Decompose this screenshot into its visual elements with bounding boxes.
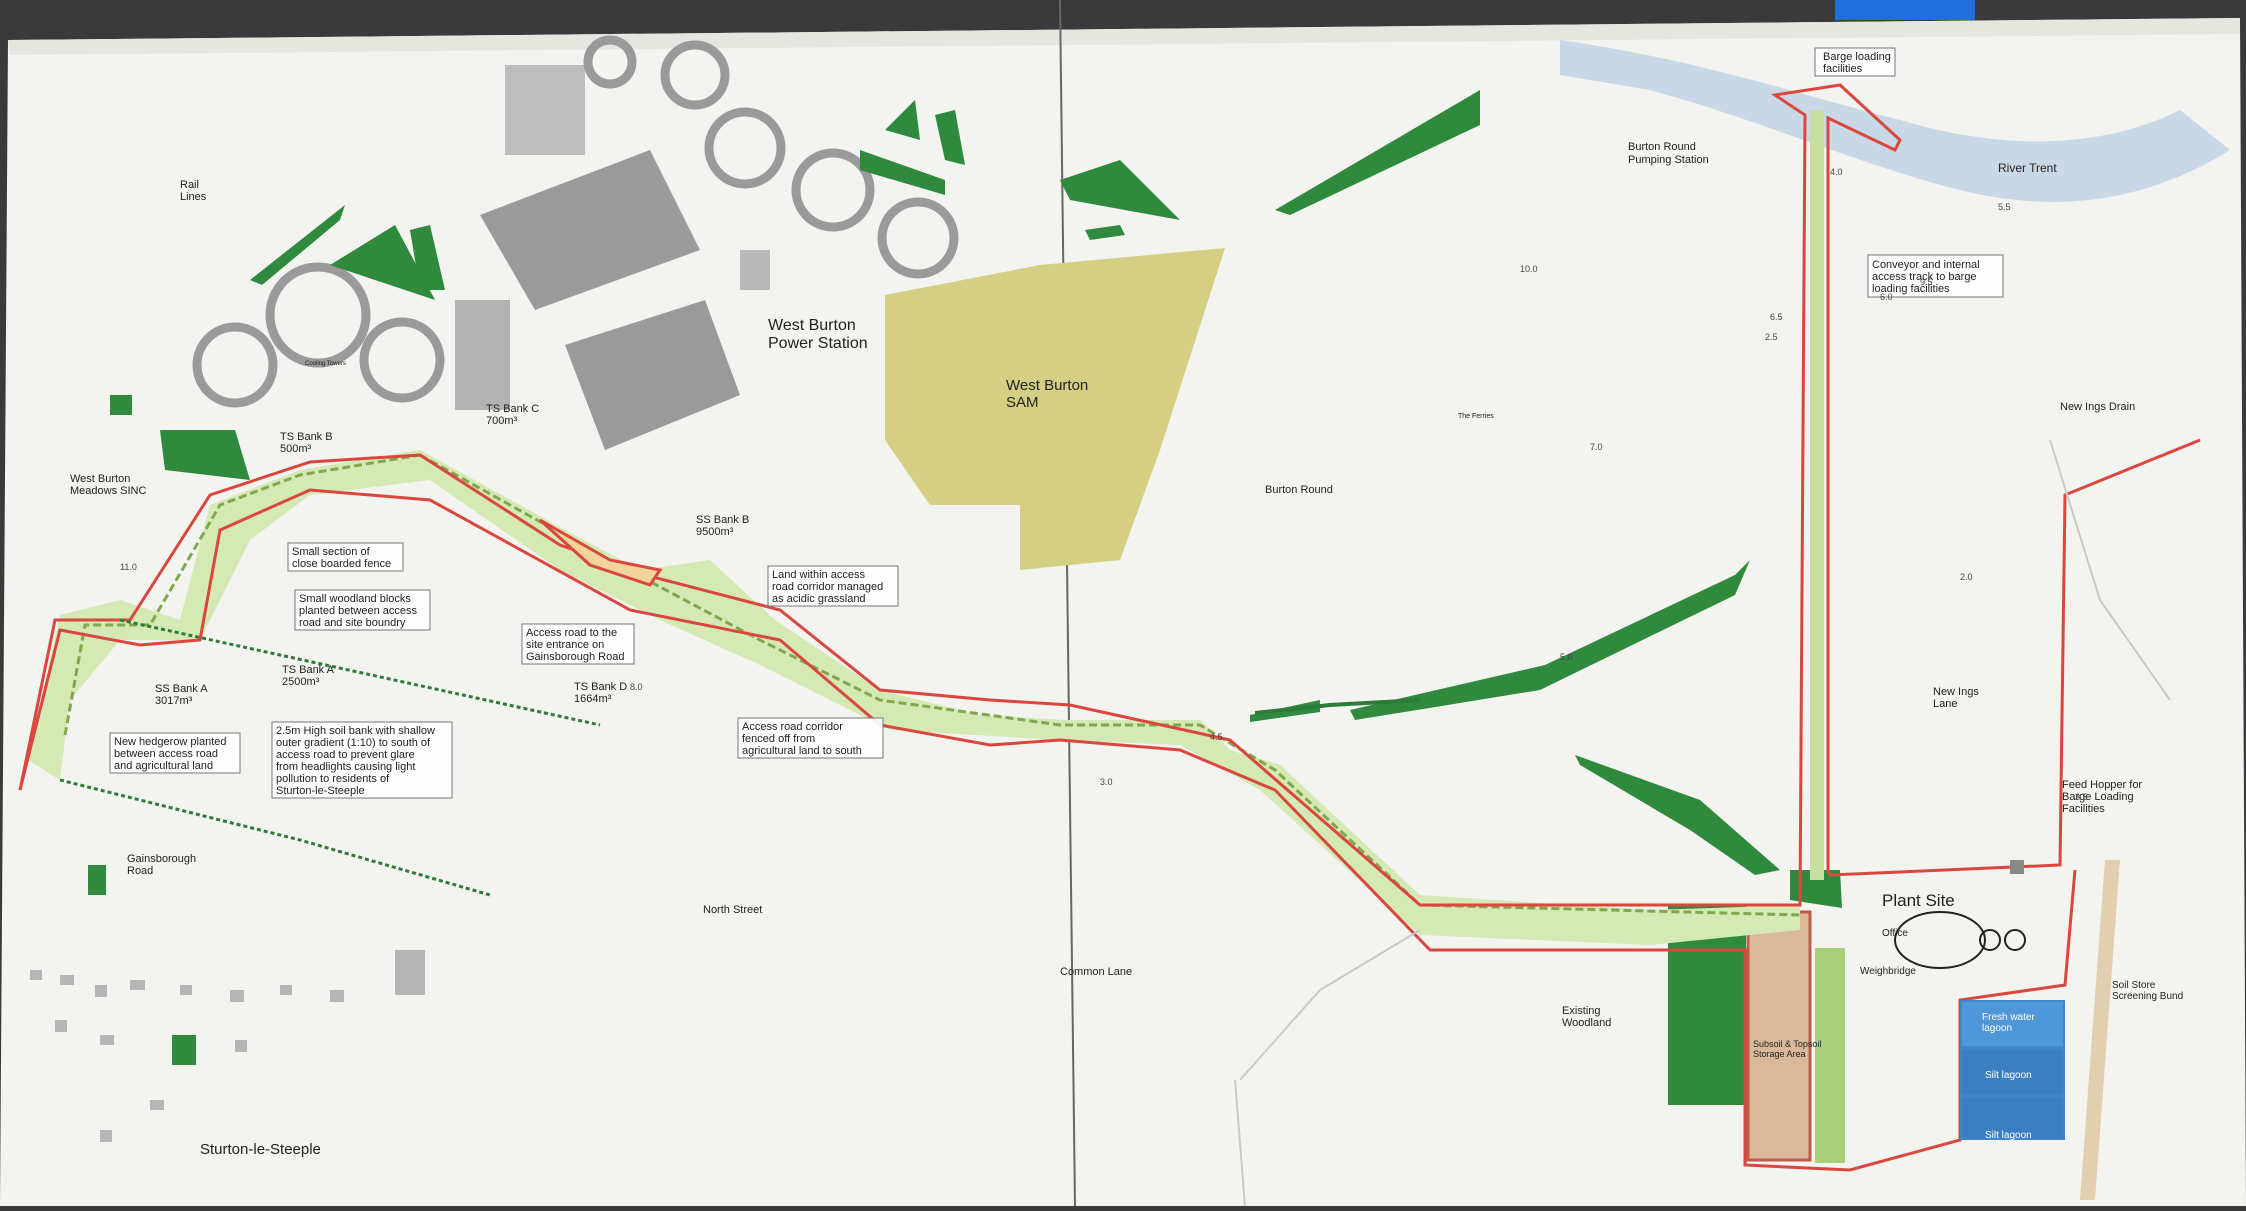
silt-lagoon-2 <box>1962 1098 2063 1138</box>
spot-height: 3.0 <box>1100 777 1113 787</box>
spot-height: 6.0 <box>1880 292 1893 302</box>
paper-top-margin <box>8 18 2240 55</box>
label-north-street: North Street <box>703 904 762 916</box>
label-weighbridge: Weighbridge <box>1860 966 1916 977</box>
spot-height: 10.0 <box>1520 264 1538 274</box>
fresh-water-lagoon <box>1962 1002 2063 1046</box>
soil-screening-bund <box>2080 860 2120 1200</box>
woodland-patches <box>88 90 1842 1105</box>
silt-lagoon-1 <box>1962 1050 2063 1094</box>
site-boundary <box>18 83 2201 1172</box>
spot-height: 5.5 <box>1998 202 2011 212</box>
fold-line <box>1059 0 1076 1207</box>
blue-tape <box>1835 0 1975 20</box>
hedgerow-east <box>1254 698 1421 715</box>
label-plant-site: Plant Site <box>1882 891 1955 910</box>
hedgerow-south <box>59 778 491 897</box>
spot-height: 2.5 <box>1765 332 1778 342</box>
village-buildings <box>30 950 425 1142</box>
new-hedgerow-line <box>119 618 601 727</box>
label-silt-lagoon-2: Silt lagoon <box>1985 1130 2032 1141</box>
spot-height: 7.0 <box>1590 442 1603 452</box>
soil-screening-strip <box>1815 948 1845 1163</box>
sam-area <box>885 248 1225 570</box>
subsoil-storage-area <box>1746 910 1812 1162</box>
label-the-ferries: The Ferries <box>1458 413 1494 420</box>
label-river-trent: River Trent <box>1998 161 2057 175</box>
plant-site-structures <box>1894 860 2120 1200</box>
label-sturton: Sturton-le-Steeple <box>200 1141 321 1158</box>
label-burton-round: Burton Round <box>1265 484 1333 496</box>
label-office: Office <box>1882 928 1908 939</box>
power-station-buildings <box>455 65 770 450</box>
spot-height: 4.5 <box>1210 732 1223 742</box>
river-trent-channel <box>1560 40 2230 202</box>
access-road-track-east <box>419 453 1801 917</box>
conveyor-track <box>1810 110 1824 880</box>
spot-height: 3.5 <box>2075 792 2088 802</box>
spot-height: 6.5 <box>1770 312 1783 322</box>
spot-height: 8.0 <box>630 682 643 692</box>
spot-height: 2.0 <box>1960 572 1973 582</box>
label-cooling-towers: Cooling Towers <box>305 361 346 367</box>
access-road-track-west <box>63 453 421 736</box>
spot-height: 11.0 <box>120 562 137 572</box>
spot-height: 9.5 <box>1920 277 1933 287</box>
spot-height: 4.0 <box>1830 167 1843 177</box>
spot-heights: 3.5 4.0 5.5 6.0 6.5 7.0 5.0 4.5 3.0 2.0 2.5 9.5 10.0… <box>120 167 2088 802</box>
label-silt-lagoon-1: Silt lagoon <box>1985 1070 2032 1081</box>
spot-height: 5.0 <box>1560 652 1573 662</box>
label-new-ings-drain: New Ings Drain <box>2060 401 2135 413</box>
cooling-towers <box>192 35 959 408</box>
label-common-lane: Common Lane <box>1060 966 1132 978</box>
local-roads <box>1234 439 2171 1207</box>
